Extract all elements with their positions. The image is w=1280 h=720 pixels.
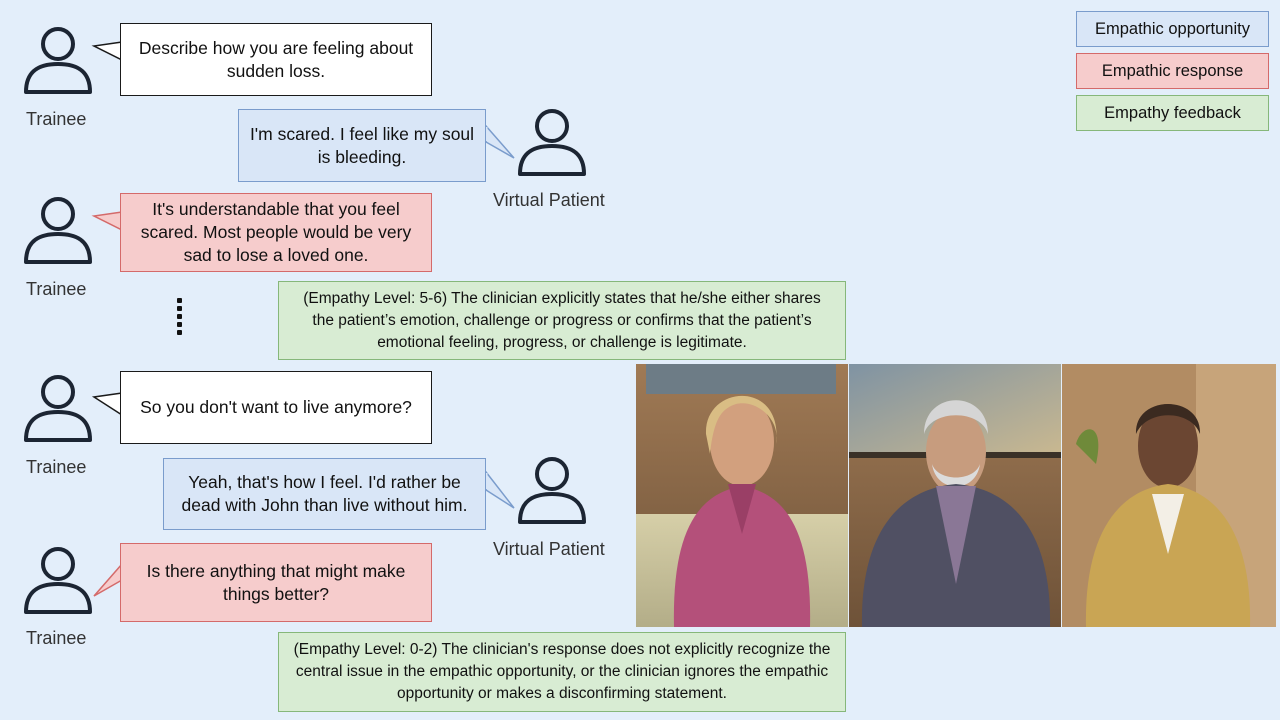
trainee-label: Trainee <box>26 109 87 129</box>
trainee-person-icon <box>24 27 92 94</box>
virtual-patient-person-icon <box>518 457 586 524</box>
trainee-person-icon <box>24 375 92 442</box>
trainee-question-bubble: So you don't want to live anymore? <box>120 371 432 444</box>
trainee-person-icon <box>24 197 92 264</box>
empathy-feedback-high: (Empathy Level: 5-6) The clinician expli… <box>278 281 846 360</box>
legend-empathy-feedback: Empathy feedback <box>1076 95 1269 131</box>
trainee-question-bubble: Describe how you are feeling about sudde… <box>120 23 432 96</box>
trainee-empathic-response-bubble: It's understandable that you feel scared… <box>120 193 432 272</box>
empathy-feedback-low: (Empathy Level: 0-2) The clinician's res… <box>278 632 846 712</box>
trainee-label: Trainee <box>26 279 87 299</box>
trainee-person-icon <box>24 547 92 614</box>
virtual-patient-label: Virtual Patient <box>493 190 605 210</box>
virtual-patient-label: Virtual Patient <box>493 539 605 559</box>
trainee-label: Trainee <box>26 628 87 648</box>
legend-empathic-opportunity: Empathic opportunity <box>1076 11 1269 47</box>
patient-opportunity-bubble: I'm scared. I feel like my soul is bleed… <box>238 109 486 182</box>
bubble-tail <box>484 469 515 509</box>
virtual-patients-image <box>636 364 1276 627</box>
legend-empathic-response: Empathic response <box>1076 53 1269 89</box>
vertical-ellipsis-icon <box>176 298 184 338</box>
virtual-patient-person-icon <box>518 109 586 176</box>
patient-opportunity-bubble: Yeah, that's how I feel. I'd rather be d… <box>163 458 486 530</box>
trainee-empathic-response-bubble: Is there anything that might make things… <box>120 543 432 622</box>
trainee-label: Trainee <box>26 457 87 477</box>
bubble-tail <box>484 124 515 159</box>
